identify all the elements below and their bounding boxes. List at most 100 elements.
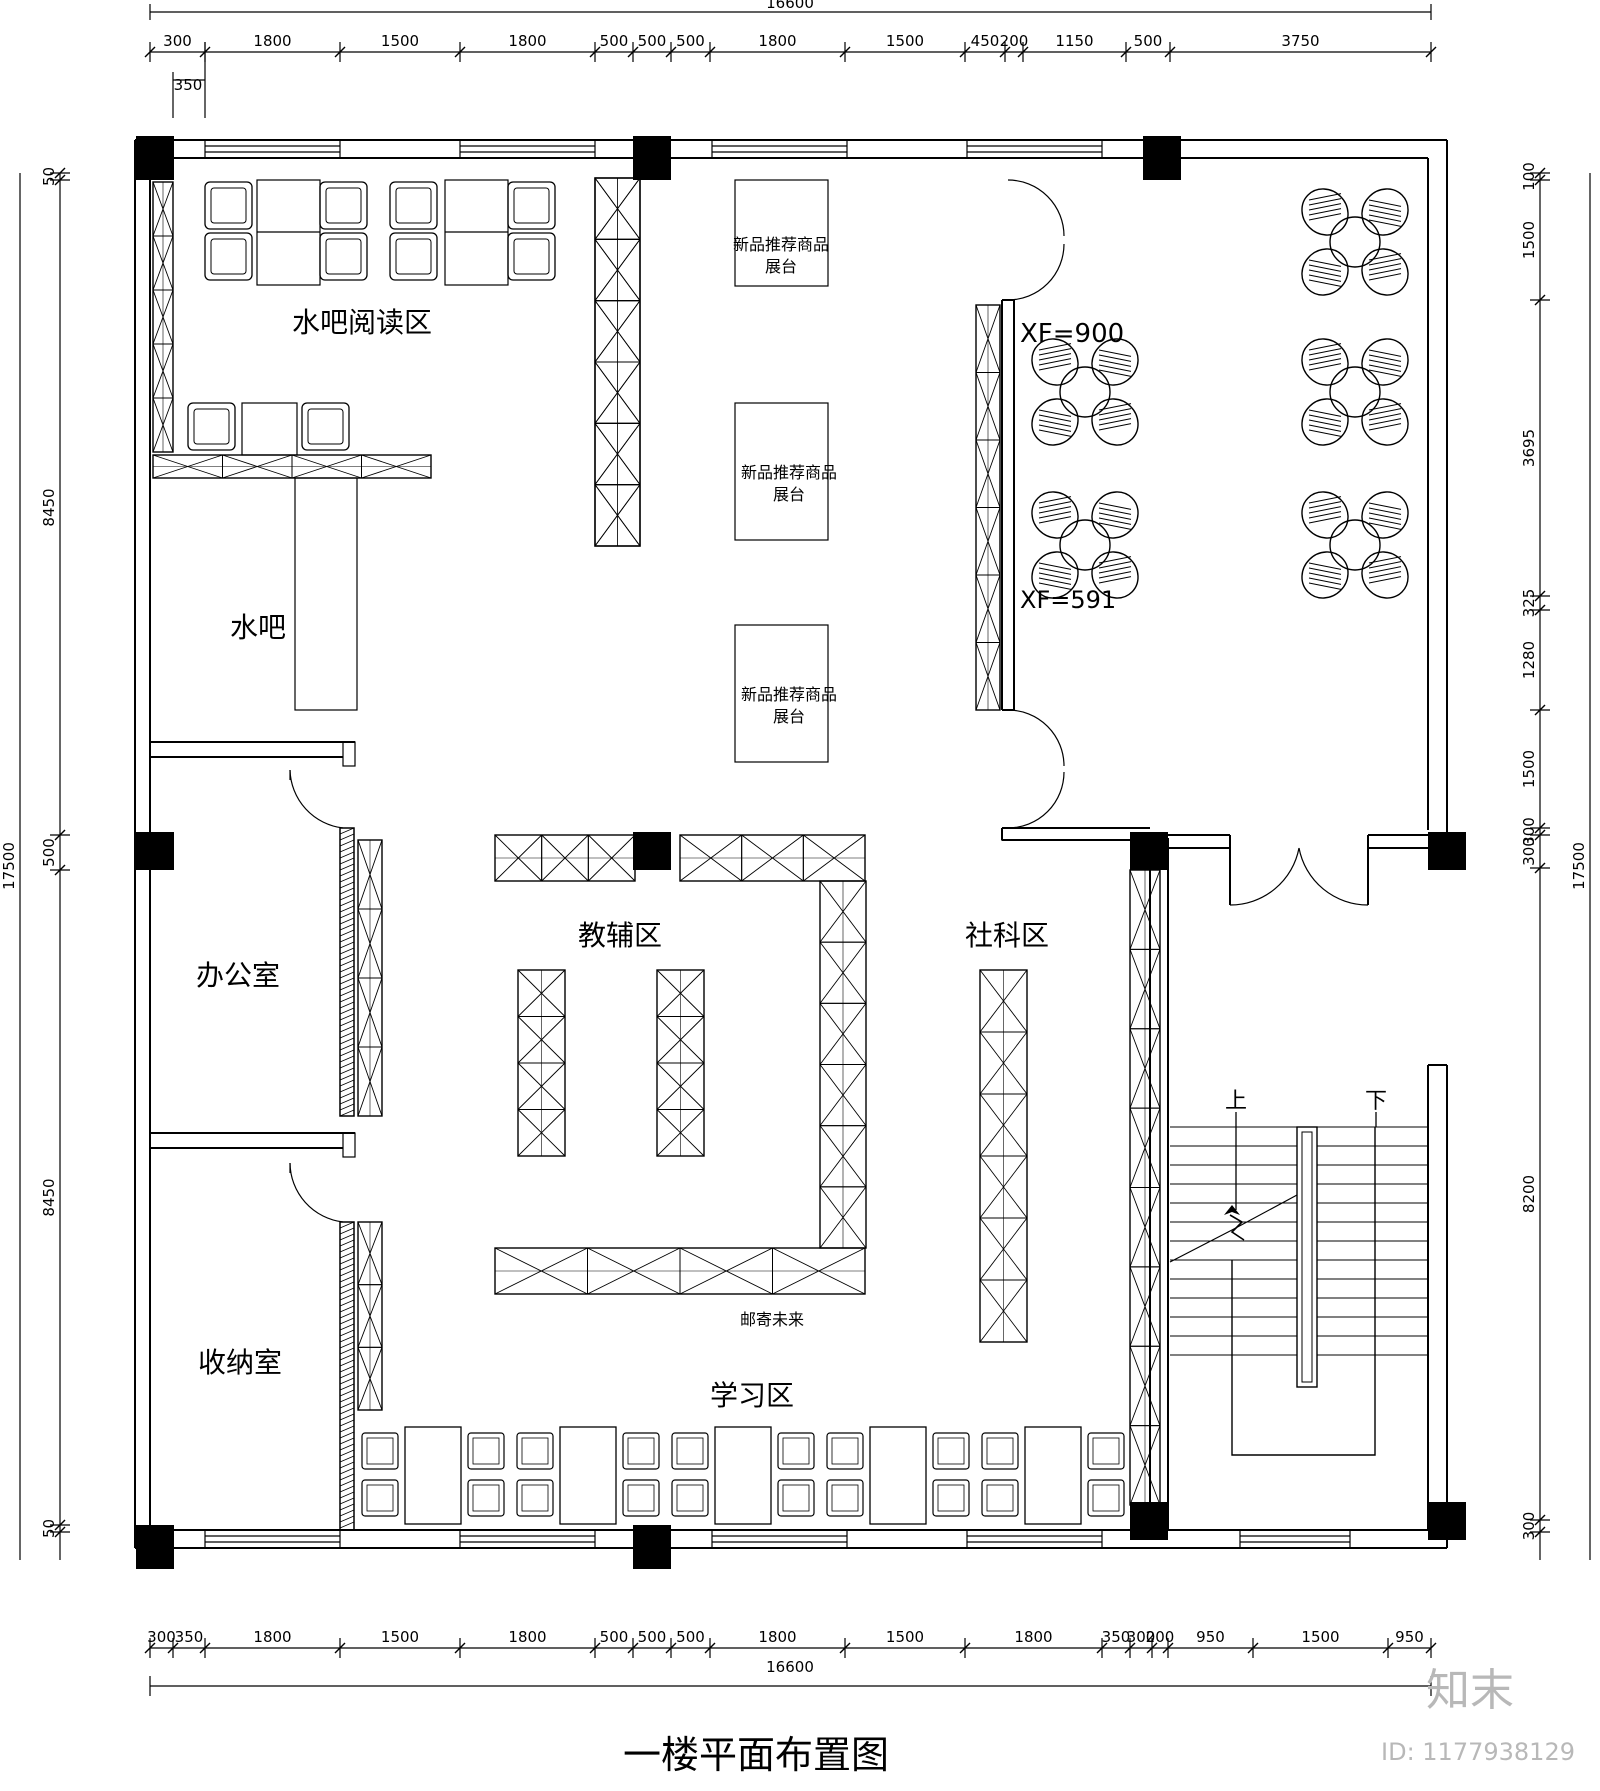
hatch-line — [339, 1431, 355, 1439]
top-dimension-label: 500 — [1134, 32, 1163, 50]
study-seat — [622, 1432, 660, 1470]
bottom-dimension-label: 500 — [676, 1628, 705, 1646]
bottom-dimension-label: 1500 — [886, 1628, 924, 1646]
hatch-line — [339, 1449, 355, 1457]
study-seat — [671, 1479, 709, 1517]
hatch-line — [339, 1287, 355, 1295]
hatch-line — [339, 1419, 355, 1427]
hatch-line — [339, 1347, 355, 1355]
top-dimension-label: 200 — [1000, 32, 1029, 50]
hatch-line — [339, 1269, 355, 1277]
hatch-line — [339, 1031, 355, 1039]
right-total-dimension: 17500 — [1570, 842, 1588, 890]
study-seat — [981, 1479, 1019, 1517]
right-dimension-label: 3695 — [1520, 429, 1538, 467]
right-dimension-label: 8200 — [1520, 1175, 1538, 1213]
top-dimension-label: 1500 — [886, 32, 924, 50]
bottom-dimension-label: 1500 — [381, 1628, 419, 1646]
study-table-3 — [714, 1426, 772, 1525]
armchair-3 — [319, 181, 368, 230]
study-seat — [361, 1432, 399, 1470]
hatch-line — [339, 1097, 355, 1105]
study-seat — [826, 1432, 864, 1470]
stair-landing — [1231, 1127, 1376, 1456]
bottom-dimension-label: 1800 — [508, 1628, 546, 1646]
right-dimension-lines — [1539, 173, 1591, 1560]
hatch-line — [339, 833, 355, 841]
hatch-line — [339, 1341, 355, 1349]
left-dimension-label: 8450 — [40, 1178, 58, 1216]
left-dimension-label: 50 — [40, 167, 58, 186]
hatch-line — [339, 1227, 355, 1235]
hatch-line — [339, 1025, 355, 1033]
hatch-line — [339, 929, 355, 937]
hatch-line — [339, 983, 355, 991]
hatch-line — [339, 851, 355, 859]
doors — [289, 179, 1369, 1223]
hatch-line — [339, 959, 355, 967]
armchair-bar-left — [187, 402, 236, 451]
hatch-line — [339, 1013, 355, 1021]
top-dimension-label: 500 — [638, 32, 667, 50]
shelf-tutoring-top-right — [679, 834, 866, 882]
bottom-dimension-label: 950 — [1395, 1628, 1424, 1646]
hatch-line — [339, 1371, 355, 1379]
shelf-tutoring-top-left — [494, 834, 636, 882]
armchair-5 — [389, 181, 438, 230]
hatch-line — [339, 1275, 355, 1283]
display-stand-1-label-line2: 展台 — [765, 257, 797, 276]
top-dimension-ticks — [144, 42, 1437, 62]
top-total-dimension: 16600 — [766, 0, 814, 12]
study-seat — [516, 1479, 554, 1517]
study-seat — [932, 1432, 970, 1470]
hatch-line — [339, 1491, 355, 1499]
armchair-bar-right — [301, 402, 350, 451]
bottom-dimension-lines — [149, 1647, 1432, 1696]
display-stands — [734, 179, 829, 763]
bottom-dimension-ticks — [144, 1638, 1437, 1658]
hatch-line — [339, 1245, 355, 1253]
hatch-line — [339, 1497, 355, 1505]
hatch-line — [339, 989, 355, 997]
hatch-line — [339, 1467, 355, 1475]
right-dimension-label: 1280 — [1520, 641, 1538, 679]
right-dimension-ticks — [1530, 167, 1550, 1538]
hatch-line — [339, 881, 355, 889]
hatch-line — [339, 899, 355, 907]
structural-columns — [136, 136, 1466, 1569]
hatch-line — [339, 947, 355, 955]
top-dimension-label: 1800 — [508, 32, 546, 50]
shelf-storage-wall — [357, 1221, 383, 1411]
shelf-west-wall — [152, 181, 174, 453]
armchair-1 — [204, 181, 253, 230]
hatch-line — [339, 1509, 355, 1517]
top-sub-dimension: 350 — [174, 76, 203, 94]
hatch-line — [339, 1401, 355, 1409]
top-dimension-label: 1800 — [758, 32, 796, 50]
right-dimension-label: 300 — [1520, 817, 1538, 846]
armchair-7 — [507, 181, 556, 230]
hatch-line — [339, 923, 355, 931]
hatch-line — [339, 1281, 355, 1289]
study-seat — [361, 1479, 399, 1517]
shelf-tutoring-island-1 — [517, 969, 566, 1157]
right-dimension-label: 100 — [1520, 162, 1538, 191]
top-windows — [204, 139, 1103, 159]
room-label-study: 学习区 — [710, 1379, 794, 1412]
plan-title: 一楼平面布置图 — [623, 1733, 889, 1777]
bottom-total-dimension: 16600 — [766, 1658, 814, 1676]
display-stand-3-label-line1: 新品推荐商品 — [741, 685, 837, 704]
hatch-line — [339, 965, 355, 973]
room-label-office: 办公室 — [196, 959, 280, 992]
hatch-line — [339, 1019, 355, 1027]
hatch-line — [339, 1395, 355, 1403]
display-stand-1-label-line1: 新品推荐商品 — [733, 235, 829, 254]
shelf-tutoring-bottom — [494, 1247, 866, 1295]
cafe-table-3 — [1301, 491, 1409, 599]
bottom-dimension-label: 950 — [1196, 1628, 1225, 1646]
study-seat — [777, 1432, 815, 1470]
bottom-dimension-label: 1800 — [253, 1628, 291, 1646]
stair-handrail — [1296, 1126, 1318, 1388]
study-seat — [826, 1479, 864, 1517]
